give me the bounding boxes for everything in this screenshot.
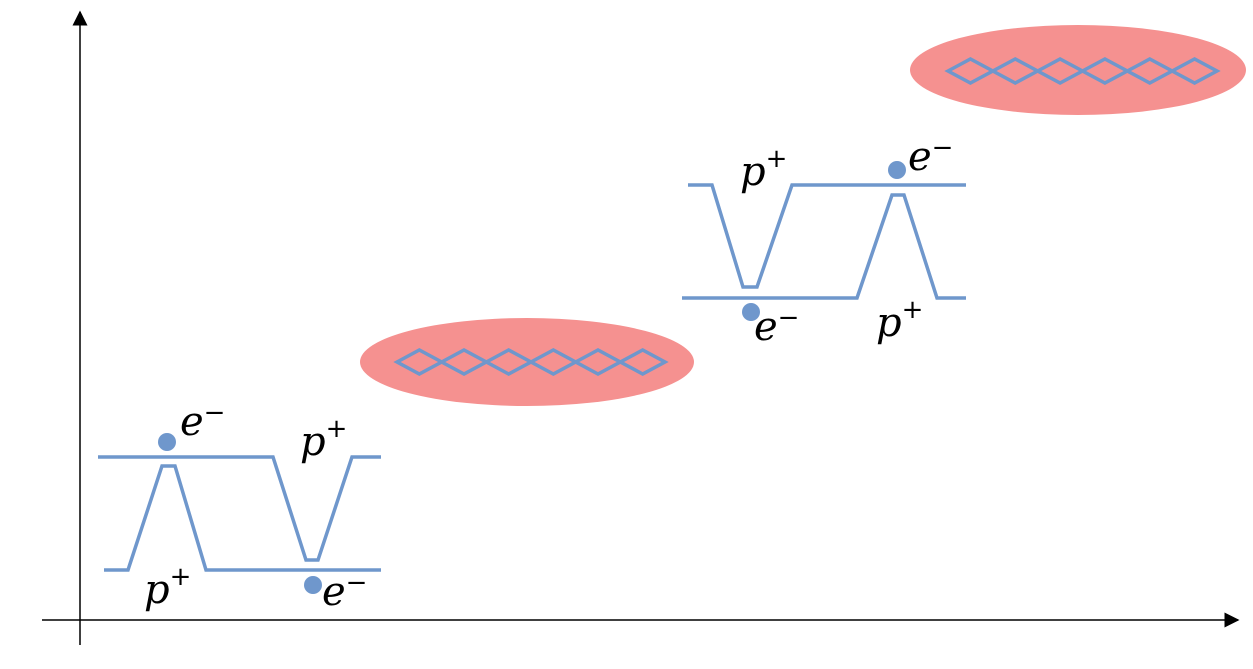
svg-text:p+: p+: [876, 295, 923, 346]
left-band-structure: e− p+ p+ e−: [98, 398, 381, 615]
electron-dot: [742, 303, 760, 321]
svg-text:p+: p+: [144, 562, 191, 613]
svg-text:e−: e−: [180, 398, 225, 445]
electron-label: e: [180, 399, 204, 445]
svg-text:e−: e−: [754, 303, 799, 350]
proton-label: p: [876, 300, 902, 346]
electron-dot: [304, 576, 322, 594]
electron-label: e: [322, 569, 346, 615]
electron-dot: [888, 161, 906, 179]
proton-label: p: [300, 419, 326, 465]
proton-label: p: [740, 149, 766, 195]
electron-dot: [158, 433, 176, 451]
bound-pair-ellipse: [360, 318, 694, 406]
bound-pair-ellipse: [910, 25, 1246, 115]
right-band-structure: p+ e− e− p+: [682, 133, 966, 350]
proton-label: p: [144, 567, 170, 613]
svg-text:p+: p+: [740, 144, 787, 195]
svg-text:p+: p+: [300, 414, 347, 465]
electron-label: e: [754, 304, 778, 350]
svg-text:e−: e−: [322, 568, 367, 615]
svg-text:e−: e−: [908, 133, 953, 180]
electron-label: e: [908, 134, 932, 180]
